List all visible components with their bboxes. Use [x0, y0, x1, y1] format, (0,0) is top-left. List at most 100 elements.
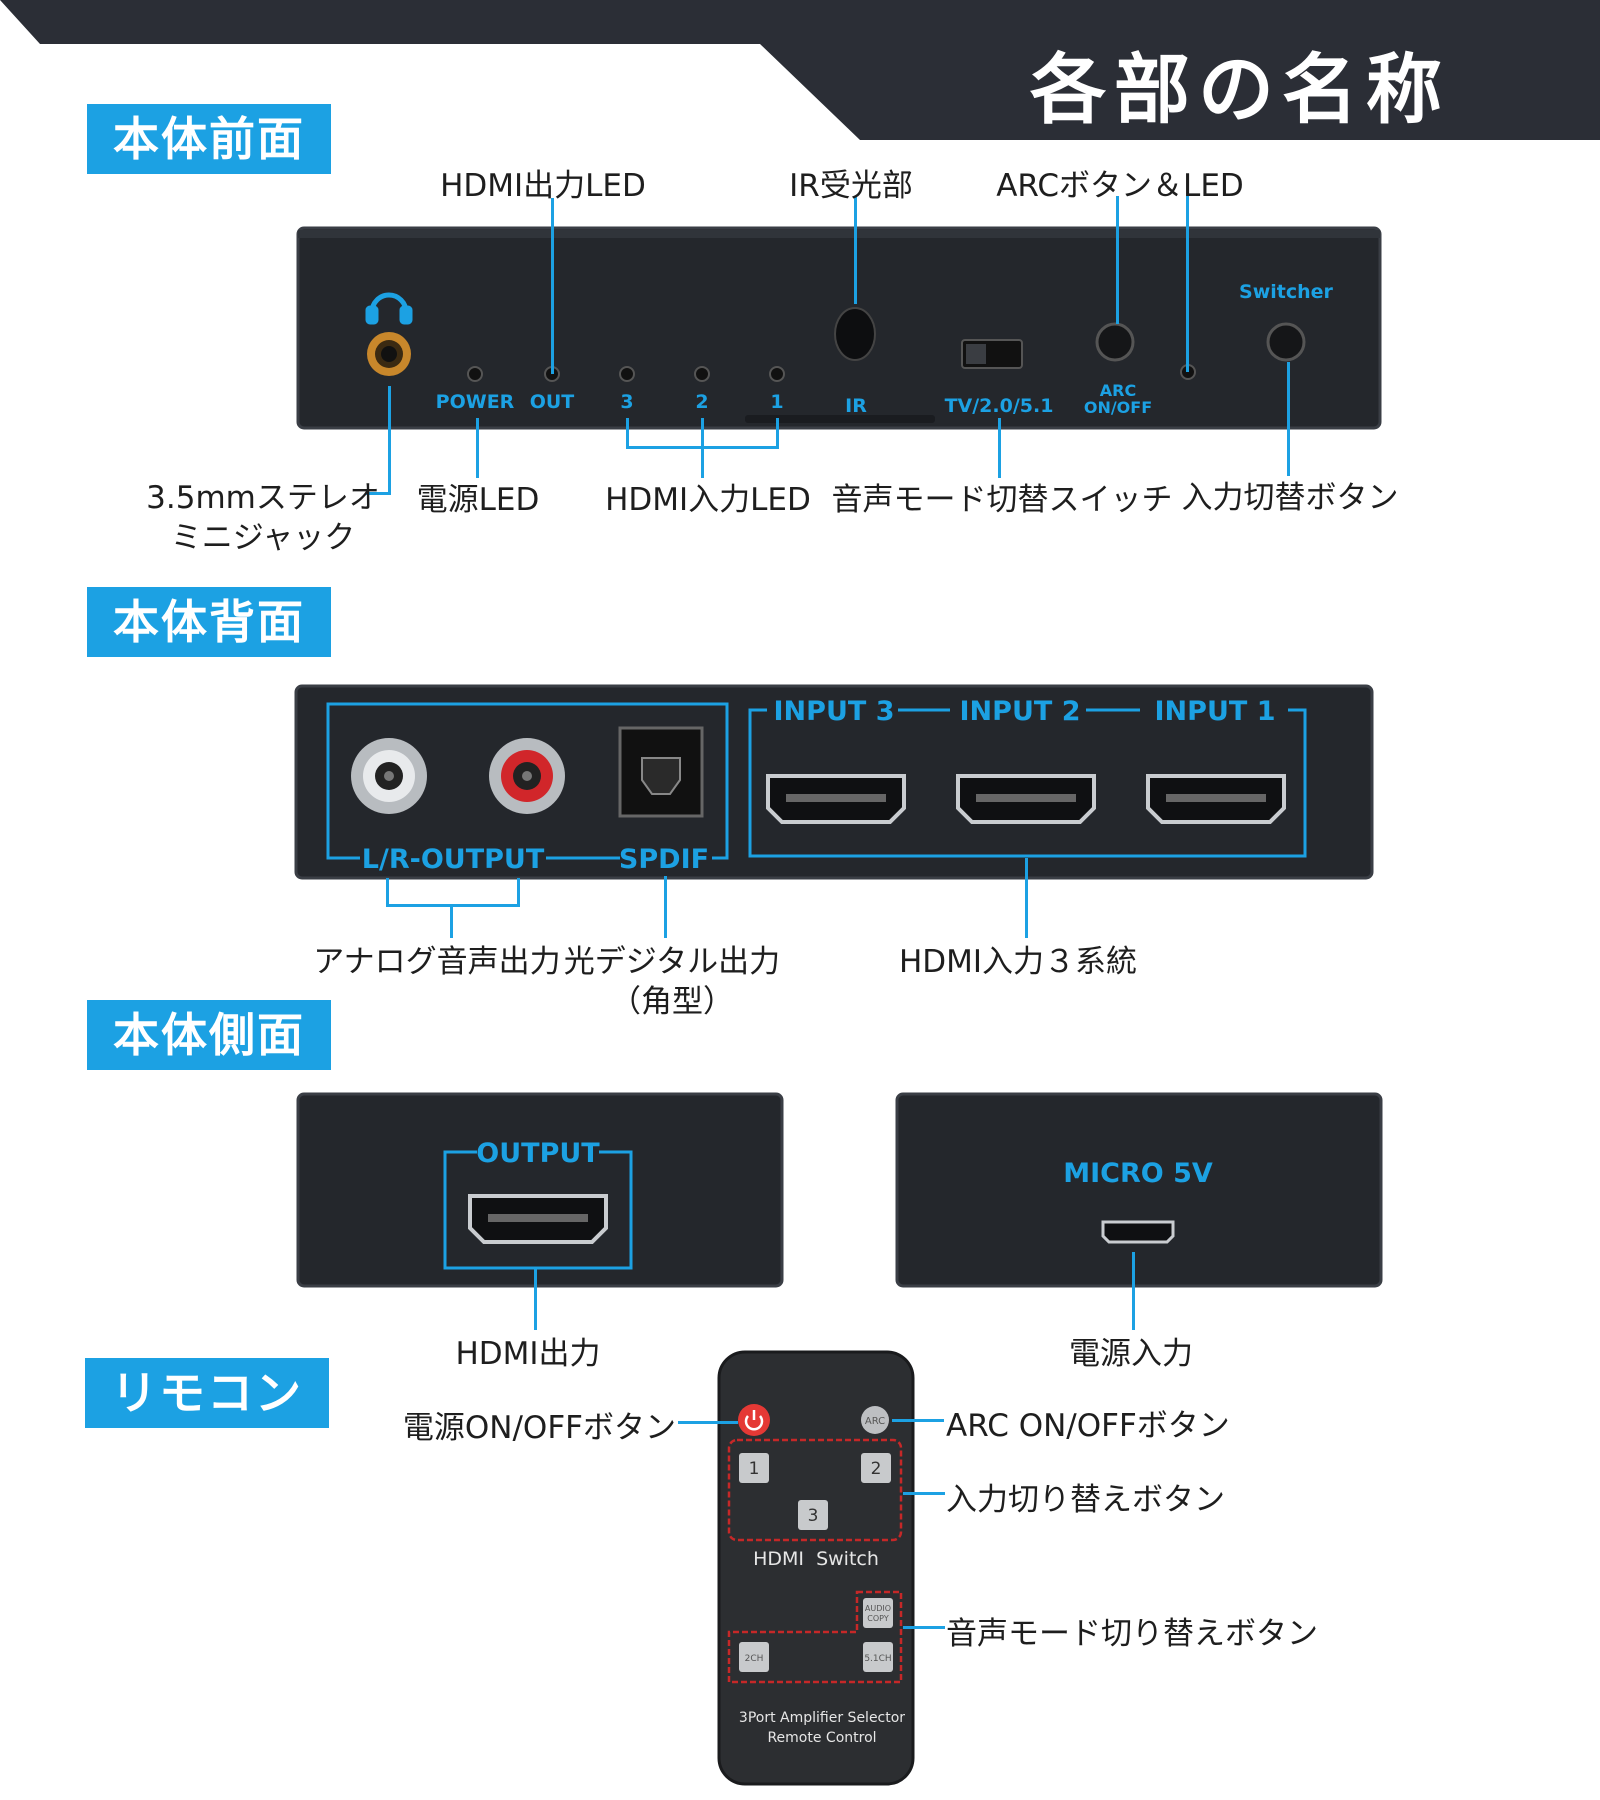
callout-hdmi-in-3: HDMI入力３系統: [898, 944, 1138, 980]
side-panel-power: MICRO 5V: [895, 1092, 1383, 1288]
front-label-power: POWER: [436, 391, 515, 413]
leader-jack-h: [366, 492, 391, 495]
micro-usb-port: [1101, 1220, 1175, 1244]
callout-audio-mode-switch: 音声モード切替スイッチ: [831, 482, 1173, 518]
side-label-output: OUTPUT: [476, 1138, 600, 1169]
leader-ir: [854, 196, 857, 304]
remote-51ch-button[interactable]: 5.1CH: [863, 1642, 893, 1672]
leader-in1: [776, 418, 779, 448]
front-label-out: OUT: [530, 391, 575, 413]
remote-button-2[interactable]: 2: [861, 1453, 891, 1483]
leader-remote-power: [678, 1421, 738, 1424]
remote-audio-copy-button[interactable]: AUDIO COPY: [863, 1598, 893, 1628]
remote-audio-group: [727, 1590, 903, 1684]
ir-window: [834, 307, 876, 361]
in1-led: [769, 366, 785, 382]
side-label-micro5v: MICRO 5V: [1063, 1158, 1213, 1189]
back-label-input3: INPUT 3: [774, 696, 895, 727]
remote-footer-line2: Remote Control: [767, 1730, 876, 1746]
rca-white-jack: [351, 738, 427, 814]
callout-arc-button-led: ARCボタン＆LED: [996, 168, 1244, 204]
side-panel-output: OUTPUT: [296, 1092, 784, 1288]
front-label-mode: TV/2.0/5.1: [945, 395, 1054, 417]
leader-remote-input: [903, 1492, 945, 1495]
callout-remote-audio: 音声モード切り替えボタン: [946, 1616, 1318, 1652]
front-panel: POWER OUT 3 2 1 IR TV/2.0/5.1 ARC ON/OFF…: [296, 226, 1382, 430]
section-tag-remote: リモコン: [85, 1358, 329, 1428]
front-label-in3: 3: [620, 391, 633, 413]
callout-ir-receiver: IR受光部: [789, 168, 913, 204]
leader-switcher: [1287, 362, 1290, 476]
leader-jack: [388, 386, 391, 494]
callout-optical-line2: （角型）: [610, 984, 734, 1020]
leader-in3: [626, 418, 629, 448]
remote-power-button[interactable]: [738, 1404, 770, 1436]
leader-arc-button: [1116, 196, 1119, 324]
leader-optical: [664, 876, 667, 938]
front-label-arc1: ARC: [1100, 381, 1136, 400]
switcher-button[interactable]: [1266, 322, 1306, 362]
callout-hdmi-out-led: HDMI出力LED: [440, 168, 646, 204]
remote-audio-label-2: COPY: [867, 1614, 889, 1623]
callout-remote-power: 電源ON/OFFボタン: [402, 1410, 676, 1446]
back-label-spdif: SPDIF: [619, 844, 709, 875]
leader-remote-audio: [903, 1626, 945, 1629]
back-label-input2: INPUT 2: [960, 696, 1081, 727]
leader-arc-led: [1186, 196, 1189, 372]
leader-analog-right: [517, 878, 520, 906]
callout-remote-input: 入力切り替えボタン: [946, 1482, 1225, 1518]
remote-footer-line1: 3Port Amplifier Selector: [739, 1710, 905, 1726]
callout-jack-line1: 3.5mmステレオ: [146, 480, 380, 516]
remote-button-3[interactable]: 3: [798, 1500, 828, 1530]
callout-power-in: 電源入力: [1069, 1336, 1193, 1372]
leader-remote-arc: [892, 1419, 944, 1422]
arc-button[interactable]: [1095, 322, 1135, 362]
optical-port: [618, 726, 704, 818]
section-tag-front: 本体前面: [87, 104, 331, 174]
leader-hdmi-in-bracket: [626, 446, 779, 449]
remote-input-group: [727, 1438, 903, 1542]
back-panel: INPUT 3 INPUT 2 INPUT 1 L/R-OUTPUT SPDIF: [294, 684, 1374, 880]
callout-optical-line1: 光デジタル出力: [563, 944, 781, 980]
remote-button-1[interactable]: 1: [739, 1453, 769, 1483]
remote-2ch-button[interactable]: 2CH: [739, 1642, 769, 1672]
remote-arc-button[interactable]: ARC: [861, 1406, 889, 1434]
callout-power-led: 電源LED: [416, 482, 540, 518]
leader-hdmi-out: [534, 1268, 537, 1330]
callout-jack-line2: ミニジャック: [170, 520, 356, 556]
hdmi-input-1-port: [1146, 774, 1286, 824]
remote-audio-label-1: AUDIO: [865, 1604, 891, 1613]
callout-hdmi-in-led: HDMI入力LED: [605, 482, 811, 518]
hdmi-input-3-port: [766, 774, 906, 824]
front-label-in1: 1: [770, 391, 783, 413]
mode-slide-switch[interactable]: [961, 339, 1023, 369]
callout-input-switch-button: 入力切替ボタン: [1181, 480, 1399, 516]
in2-led: [694, 366, 710, 382]
leader-hdmi-inputs: [1025, 858, 1028, 938]
power-led: [467, 366, 483, 382]
leader-analog-left: [386, 878, 389, 906]
front-label-arc2: ON/OFF: [1084, 398, 1152, 417]
leader-power-led: [476, 418, 479, 478]
remote-model-label: HDMI Switch: [753, 1548, 879, 1570]
remote-button-1-label: 1: [749, 1459, 760, 1479]
leader-analog-bracket: [386, 904, 520, 907]
remote-button-2-label: 2: [871, 1459, 882, 1479]
callout-remote-arc: ARC ON/OFFボタン: [946, 1408, 1230, 1444]
leader-analog-stem: [450, 904, 453, 938]
front-label-in2: 2: [695, 391, 708, 413]
callout-hdmi-out: HDMI出力: [455, 1336, 601, 1372]
back-label-lr-output: L/R-OUTPUT: [362, 844, 545, 875]
page-title: 各部の名称: [1030, 45, 1450, 134]
section-tag-back: 本体背面: [87, 587, 331, 657]
remote-control: ARC 1 2 3 HDMI Switch AUDIO COPY 2CH 5.1…: [717, 1350, 915, 1786]
callout-analog-audio-out: アナログ音声出力: [313, 944, 561, 980]
remote-button-3-label: 3: [808, 1506, 819, 1526]
section-tag-side: 本体側面: [87, 1000, 331, 1070]
leader-hdmi-out-led: [551, 198, 554, 374]
hdmi-output-port: [468, 1194, 608, 1244]
headphone-icon: [365, 292, 413, 325]
remote-arc-label: ARC: [865, 1416, 885, 1427]
front-label-switcher: Switcher: [1239, 281, 1334, 303]
header-banner: [0, 0, 1600, 140]
